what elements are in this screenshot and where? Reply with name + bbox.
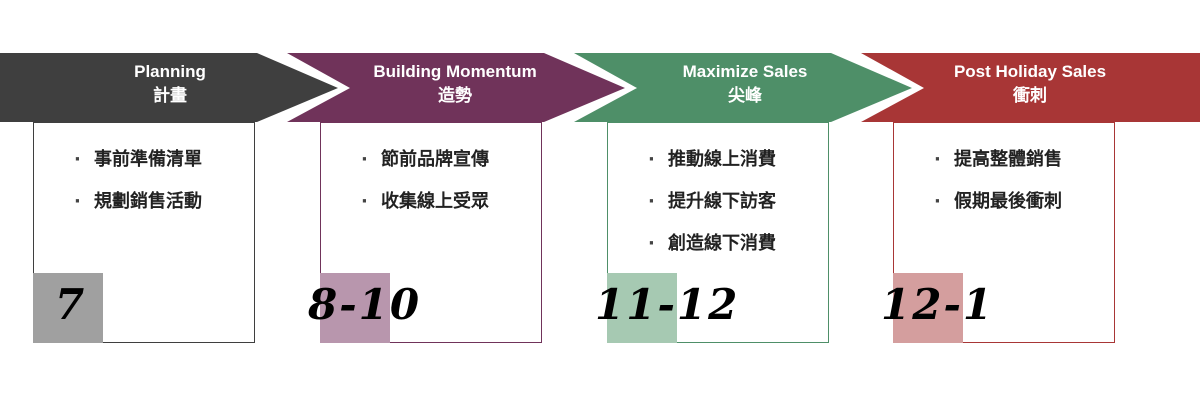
stage-item: 假期最後衝刺 xyxy=(934,187,1114,229)
stage-period: 12-1 xyxy=(881,280,995,329)
stage-subtitle: 衝刺 xyxy=(1013,86,1047,105)
stage-period: 11-12 xyxy=(595,280,740,329)
stage-item: 規劃銷售活動 xyxy=(74,187,254,229)
stage-item-list: 節前品牌宣傳收集線上受眾 xyxy=(321,123,541,229)
stage-title: Post Holiday Sales xyxy=(953,62,1107,81)
stage-item-list: 事前準備清單規劃銷售活動 xyxy=(34,123,254,229)
stage-title: Building Momentum xyxy=(373,62,537,81)
stage-title: Planning xyxy=(134,62,206,81)
period-marker xyxy=(893,273,963,343)
arrow-building-momentum xyxy=(287,53,625,122)
stage-period: 8-10 xyxy=(308,280,422,329)
stage-item: 提高整體銷售 xyxy=(934,145,1114,187)
period-marker xyxy=(607,273,677,343)
stage-subtitle: 造勢 xyxy=(438,86,472,105)
stage-box: 推動線上消費提升線下訪客創造線下消費 xyxy=(607,122,829,343)
stage-subtitle: 尖峰 xyxy=(728,86,762,105)
stage-subtitle: 計畫 xyxy=(153,86,187,105)
arrow-maximize-sales xyxy=(574,53,912,122)
stage-header: Building Momentum 造勢 xyxy=(325,60,585,108)
period-marker xyxy=(320,273,390,343)
stage-title: Maximize Sales xyxy=(682,62,808,81)
stage-item: 收集線上受眾 xyxy=(361,187,541,229)
stage-item: 事前準備清單 xyxy=(74,145,254,187)
stage-item: 提升線下訪客 xyxy=(648,187,828,229)
stage-header: Post Holiday Sales 衝刺 xyxy=(900,60,1160,108)
stage-box: 節前品牌宣傳收集線上受眾 xyxy=(320,122,542,343)
stage-box: 事前準備清單規劃銷售活動 xyxy=(33,122,255,343)
arrow-planning xyxy=(0,53,338,122)
stage-header: Planning 計畫 xyxy=(40,60,300,108)
arrow-post-holiday xyxy=(861,53,1200,122)
stage-item: 創造線下消費 xyxy=(648,229,828,271)
stage-period: 7 xyxy=(55,280,87,329)
stage-item: 節前品牌宣傳 xyxy=(361,145,541,187)
stage-header: Maximize Sales 尖峰 xyxy=(615,60,875,108)
stage-box: 提高整體銷售假期最後衝刺 xyxy=(893,122,1115,343)
period-marker xyxy=(33,273,103,343)
stage-item-list: 推動線上消費提升線下訪客創造線下消費 xyxy=(608,123,828,271)
stage-item-list: 提高整體銷售假期最後衝刺 xyxy=(894,123,1114,229)
stage-item: 推動線上消費 xyxy=(648,145,828,187)
